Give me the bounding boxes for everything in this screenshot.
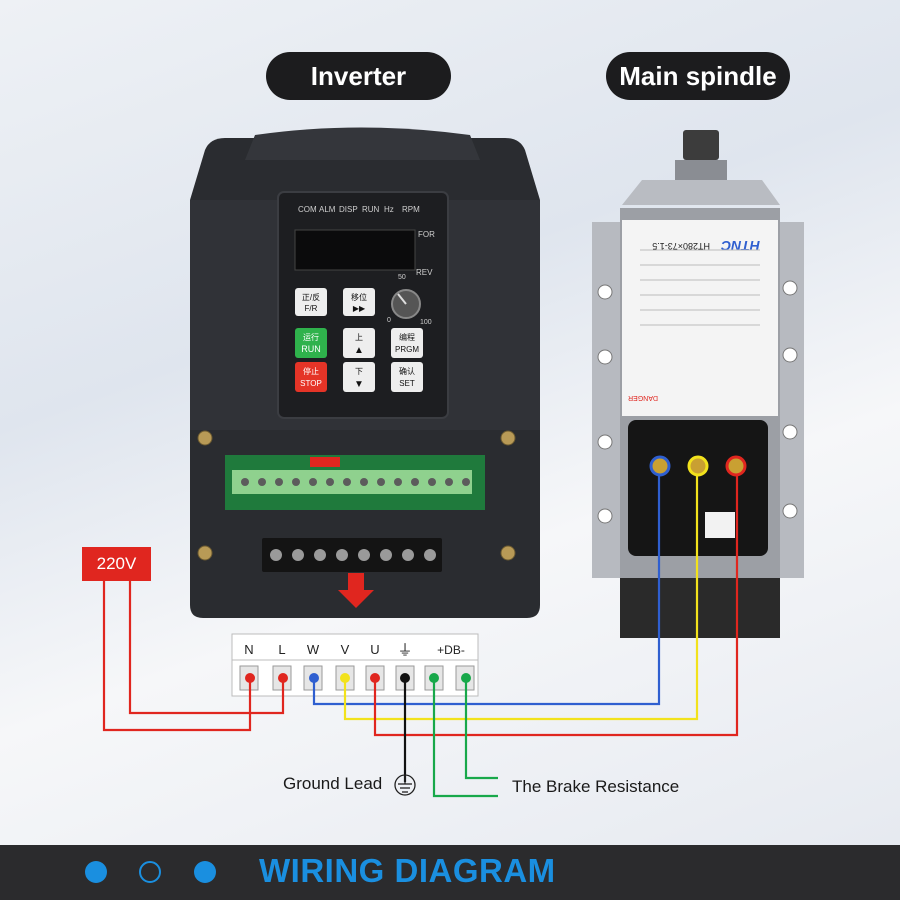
carousel-dot-icon[interactable] xyxy=(85,861,107,883)
svg-text:50: 50 xyxy=(398,274,406,281)
indicator-hz: Hz xyxy=(384,205,394,214)
supply-voltage-label: 220V xyxy=(82,547,151,581)
terminal-label-n: N xyxy=(244,642,253,657)
wire-v-yellow xyxy=(343,475,699,721)
terminal-label-u: U xyxy=(370,642,379,657)
svg-text:RUN: RUN xyxy=(301,344,321,354)
wire-u-red xyxy=(373,475,739,737)
svg-text:停止: 停止 xyxy=(303,366,319,376)
svg-text:▲: ▲ xyxy=(354,345,364,356)
power-terminal-strip xyxy=(262,538,442,572)
terminal-label-db: +DB- xyxy=(437,643,465,657)
brake-resistance-label: The Brake Resistance xyxy=(512,777,680,796)
svg-text:0: 0 xyxy=(387,317,391,324)
svg-text:编程: 编程 xyxy=(399,332,415,342)
carousel-dot-icon[interactable] xyxy=(194,861,216,883)
indicator-com: COM xyxy=(298,205,317,214)
indicator-rpm: RPM xyxy=(402,205,420,214)
wire-supply-n xyxy=(102,581,252,732)
svg-text:上: 上 xyxy=(355,333,363,342)
svg-text:正/反: 正/反 xyxy=(302,292,320,302)
spindle-nameplate xyxy=(622,220,778,416)
svg-text:STOP: STOP xyxy=(300,379,322,388)
indicator-disp: DISP xyxy=(339,205,358,214)
indicator-run: RUN xyxy=(362,205,380,214)
terminal-label-w: W xyxy=(307,642,320,657)
terminal-block: N L W V U ⏚ +DB- xyxy=(231,633,479,697)
prgm-button[interactable]: 编程 PRGM xyxy=(391,328,423,358)
inverter-unit: COM ALM DISP RUN Hz RPM FOR REV 50 0 100… xyxy=(190,127,540,618)
svg-text:PRGM: PRGM xyxy=(395,345,419,354)
footer-title: WIRING DIAGRAM xyxy=(259,852,556,889)
led-display xyxy=(294,229,416,271)
svg-text:移位: 移位 xyxy=(351,292,367,302)
indicator-alm: ALM xyxy=(319,205,336,214)
svg-text:▶▶: ▶▶ xyxy=(353,304,366,313)
screw-icon xyxy=(500,545,516,561)
carousel-dot-icon[interactable] xyxy=(139,861,161,883)
wire-w-blue xyxy=(312,475,661,706)
down-button[interactable]: 下 ▼ xyxy=(343,362,375,392)
spindle-terminal-blue xyxy=(649,455,671,477)
svg-text:下: 下 xyxy=(355,367,363,376)
wire-brake-2 xyxy=(464,678,498,780)
screw-icon xyxy=(197,545,213,561)
spindle-heading: Main spindle xyxy=(606,52,790,100)
shift-button[interactable]: 移位 ▶▶ xyxy=(343,288,375,316)
spindle-brand: HTNC xyxy=(720,238,760,254)
terminal-label-v: V xyxy=(341,642,350,657)
stop-button[interactable]: 停止 STOP xyxy=(295,362,327,392)
terminal-dots xyxy=(245,673,471,683)
ground-lead-label: Ground Lead xyxy=(283,774,383,793)
arrow-down-icon xyxy=(338,573,374,608)
wire-brake-1 xyxy=(432,678,498,798)
terminal-label-ground: ⏚ xyxy=(397,642,412,659)
run-button[interactable]: 运行 RUN xyxy=(295,328,327,358)
spindle-terminal-red xyxy=(725,455,747,477)
screw-icon xyxy=(500,430,516,446)
svg-text:100: 100 xyxy=(420,319,432,326)
wire-supply-l xyxy=(128,581,285,715)
terminal-label-l: L xyxy=(278,642,285,657)
svg-text:F/R: F/R xyxy=(305,304,318,313)
svg-text:SET: SET xyxy=(399,379,415,388)
spindle-terminal-yellow xyxy=(687,455,709,477)
ground-icon xyxy=(394,774,416,796)
fr-button[interactable]: 正/反 F/R xyxy=(295,288,327,316)
set-button[interactable]: 确认 SET xyxy=(391,362,423,392)
svg-text:▼: ▼ xyxy=(354,379,364,390)
svg-text:确认: 确认 xyxy=(399,366,415,376)
rev-label: REV xyxy=(416,268,433,277)
danger-label: DANGER xyxy=(628,394,658,401)
for-label: FOR xyxy=(418,230,435,239)
inverter-heading: Inverter xyxy=(266,52,451,100)
wires xyxy=(102,475,739,798)
spindle-model: HT280×73-1.5 xyxy=(652,241,710,251)
svg-text:运行: 运行 xyxy=(303,332,319,342)
screw-icon xyxy=(197,430,213,446)
up-button[interactable]: 上 ▲ xyxy=(343,328,375,358)
